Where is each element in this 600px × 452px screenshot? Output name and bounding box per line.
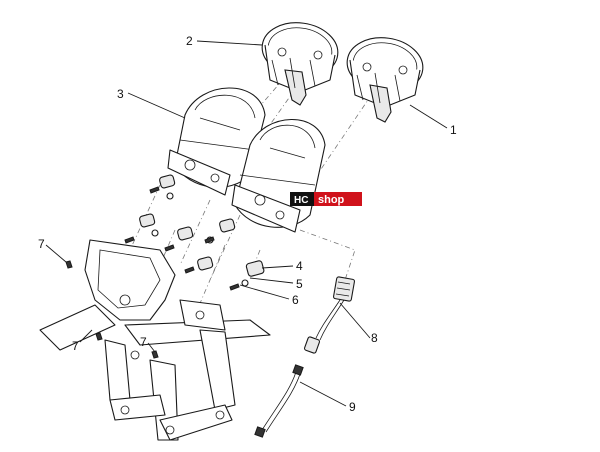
watermark-right-box — [314, 192, 362, 206]
callout-6: 6 — [292, 293, 299, 307]
watermark-left-box — [290, 192, 314, 206]
callout-7-middle: 7 — [72, 339, 79, 353]
grommets-4 — [139, 174, 265, 277]
callout-5: 5 — [296, 277, 303, 291]
leader-lines — [45, 40, 448, 407]
callout-2: 2 — [186, 34, 193, 48]
watermark-shop-text: shop — [318, 194, 345, 206]
callout-3: 3 — [117, 87, 124, 101]
dashboard-housing-3 — [167, 87, 326, 233]
callout-4: 4 — [296, 259, 303, 273]
callout-9: 9 — [349, 400, 356, 414]
callout-8: 8 — [371, 331, 378, 345]
support-bracket — [39, 239, 271, 441]
watermark-hc-text: HC — [294, 195, 308, 206]
callout-7-top: 7 — [38, 237, 45, 251]
washers-screws — [124, 186, 249, 291]
hc-shop-watermark: HC shop — [290, 192, 362, 206]
callout-labels: 2 1 3 4 5 6 7 7 7 8 9 — [38, 34, 457, 414]
callout-7-bottom: 7 — [140, 335, 147, 349]
speedometer-cable-9 — [254, 364, 304, 438]
callout-1: 1 — [450, 123, 457, 137]
gauge-1 — [346, 37, 424, 123]
wiring-harness-8 — [303, 276, 356, 354]
gauge-2 — [261, 22, 339, 106]
